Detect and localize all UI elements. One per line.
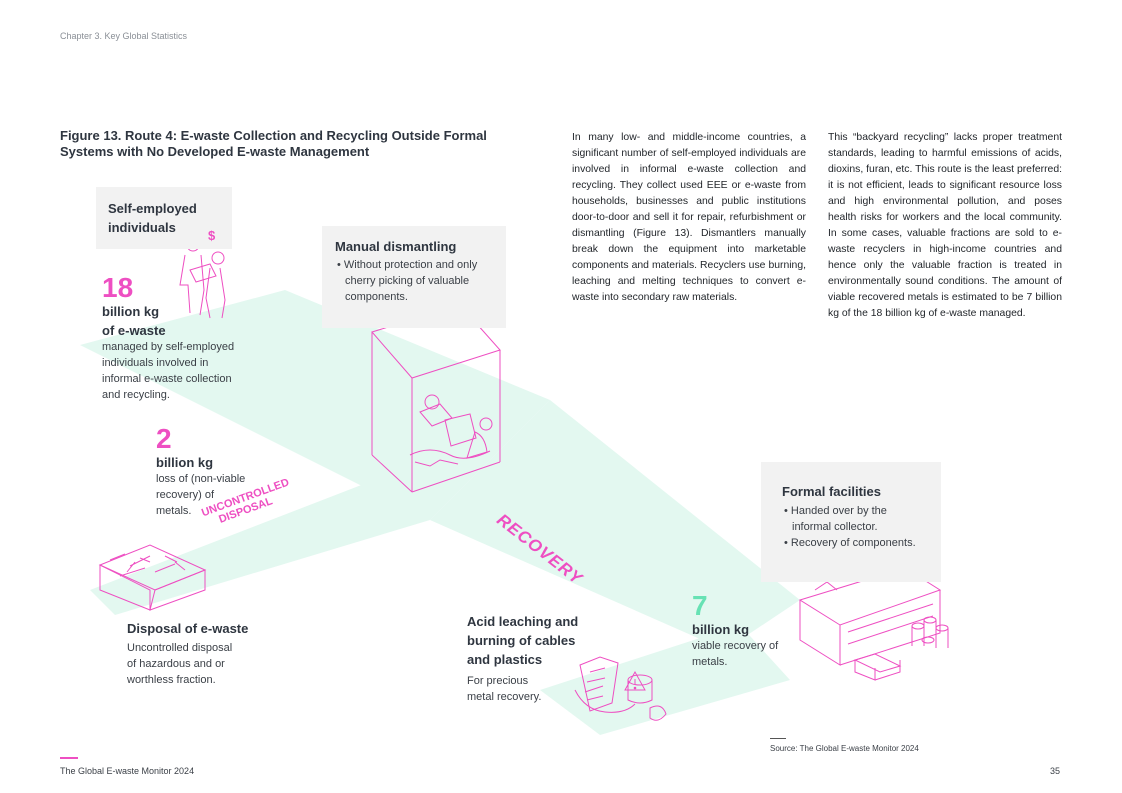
dismantling-cube-icon xyxy=(371,304,501,493)
disposal-desc: Uncontrolled disposal of hazardous and o… xyxy=(127,642,233,686)
acid-leaching-icon xyxy=(574,656,667,721)
manual-dismantling-bullets: • Without protection and only cherry pic… xyxy=(337,259,478,303)
body-column-1: In many low- and middle-income countries… xyxy=(572,132,806,303)
recovery-band xyxy=(430,400,800,650)
footer-publication: The Global E-waste Monitor 2024 xyxy=(60,766,195,776)
chapter-header: Chapter 3. Key Global Statistics xyxy=(60,31,188,41)
figure-title: Figure 13. Route 4: E-waste Collection a… xyxy=(60,128,487,159)
footer-accent xyxy=(60,757,78,759)
manual-dismantling-box xyxy=(322,226,506,328)
formal-facilities-title: Formal facilities xyxy=(782,484,881,499)
acid-leaching-title: Acid leaching and burning of cables and … xyxy=(467,614,579,667)
manual-dismantling-title: Manual dismantling xyxy=(335,239,457,254)
source-divider xyxy=(770,738,786,739)
stat-7-unit: billion kg xyxy=(692,622,750,637)
stat-2-desc: loss of (non-viable recovery) of metals. xyxy=(156,473,246,517)
stat-7-value: 7 xyxy=(692,590,708,621)
stat-18-unit: billion kg of e-waste xyxy=(102,304,166,338)
page-number: 35 xyxy=(1049,766,1060,776)
acid-leaching-desc: For precious metal recovery. xyxy=(467,675,542,703)
stat-2-value: 2 xyxy=(156,423,172,454)
self-employed-label: Self-employed individuals xyxy=(108,201,197,235)
acid-band xyxy=(540,625,790,735)
stat-18-desc: managed by self-employed individuals inv… xyxy=(102,341,235,401)
self-employed-box xyxy=(96,187,232,249)
disposal-band xyxy=(90,470,430,615)
stat-18-value: 18 xyxy=(102,272,134,303)
disposal-box-icon xyxy=(98,544,207,611)
formal-facilities-box xyxy=(761,462,941,582)
source-note: Source: The Global E-waste Monitor 2024 xyxy=(770,744,919,753)
collection-band xyxy=(80,290,550,520)
body-column-2: This “backyard recycling” lacks proper t… xyxy=(828,132,1062,319)
stat-7-desc: viable recovery of metals. xyxy=(692,640,779,668)
disposal-title: Disposal of e-waste xyxy=(127,621,249,636)
stat-2-unit: billion kg xyxy=(156,455,214,470)
dollar-icon: $ xyxy=(208,228,216,243)
formal-facilities-bullets: • Handed over by the informal collector.… xyxy=(784,505,916,549)
